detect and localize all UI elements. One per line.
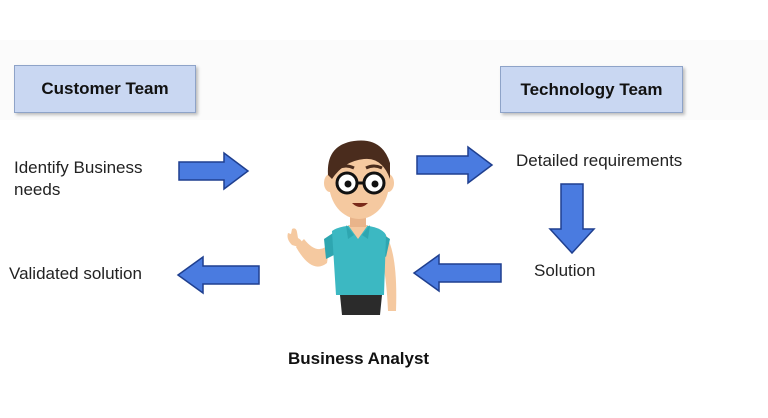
customer-team-box: Customer Team (14, 65, 196, 113)
down-arrow-to-solution (548, 183, 596, 255)
customer-team-label: Customer Team (41, 79, 169, 98)
validated-solution-label: Validated solution (9, 264, 142, 283)
identify-business-needs-label: Identify Business needs (14, 158, 143, 199)
technology-team-label: Technology Team (520, 79, 663, 99)
left-arrow-to-customer (176, 255, 260, 295)
business-analyst-illustration (287, 140, 397, 315)
business-analyst-caption: Business Analyst (288, 349, 430, 368)
right-arrow-to-technology (416, 145, 494, 185)
technology-team-box: Technology Team (500, 66, 683, 113)
solution-label: Solution (534, 261, 596, 280)
left-arrow-to-analyst (412, 253, 502, 293)
right-arrow-to-analyst (178, 151, 250, 191)
detailed-requirements-label: Detailed requirements (516, 151, 683, 170)
